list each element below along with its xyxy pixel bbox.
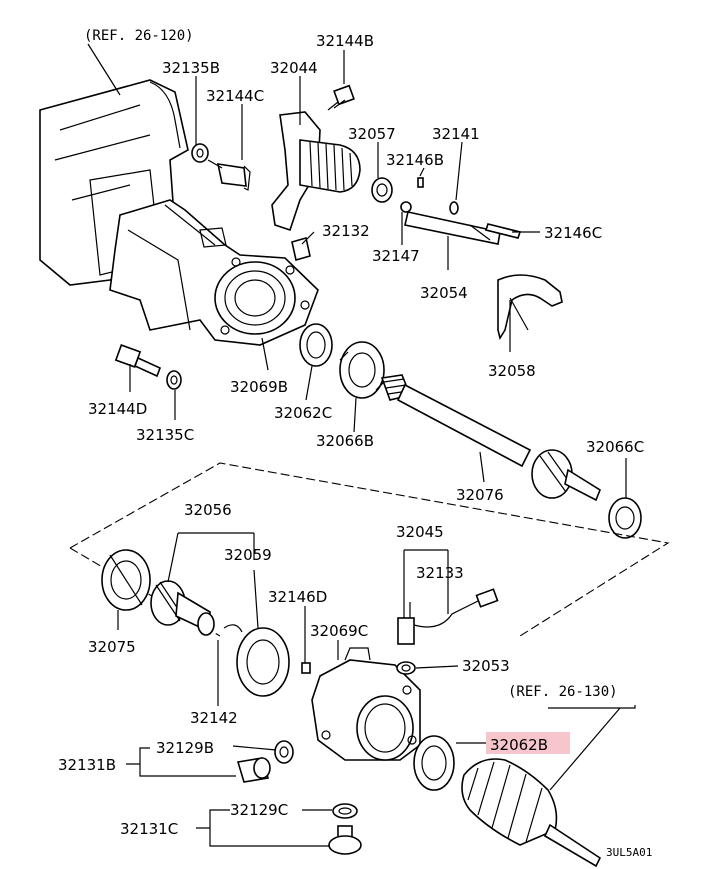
- label-32062C: 32062C: [274, 404, 332, 422]
- label-32075: 32075: [88, 638, 136, 656]
- label-32135C: 32135C: [136, 426, 194, 444]
- oil-seal-32059: [236, 627, 290, 697]
- shift-lever-assembly: [271, 111, 393, 232]
- drive-shaft-boot-ref: [461, 758, 602, 868]
- label-32044: 32044: [270, 59, 318, 77]
- shift-rod: [291, 177, 522, 262]
- sensor-32045: [397, 588, 499, 645]
- output-shaft: [380, 374, 601, 502]
- gasket-32129B: [274, 740, 294, 764]
- part-labels: (REF. 26-120) 32144B 32135B 32044 32144C…: [58, 28, 652, 859]
- label-32129B: 32129B: [156, 739, 214, 757]
- pin-32146D: [301, 662, 311, 674]
- snap-ring-32142: [223, 624, 243, 633]
- leader-lines: [87, 43, 636, 847]
- label-32146D: 32146D: [268, 588, 327, 606]
- ref-label-top: (REF. 26-120): [84, 28, 194, 44]
- label-32133: 32133: [416, 564, 464, 582]
- label-32053: 32053: [462, 657, 510, 675]
- gear-32056: [150, 580, 215, 636]
- label-32144C: 32144C: [206, 87, 264, 105]
- label-32129C: 32129C: [230, 801, 288, 819]
- label-32146C: 32146C: [544, 224, 602, 242]
- oil-seal-32062B: [413, 735, 455, 791]
- washer-32135C: [166, 370, 182, 390]
- label-32141: 32141: [432, 125, 480, 143]
- oil-seal-32062C: [299, 323, 333, 367]
- washer-32135B: [191, 143, 209, 163]
- label-32069C: 32069C: [310, 622, 368, 640]
- label-32069B: 32069B: [230, 378, 288, 396]
- bolt-32144C: [207, 159, 251, 191]
- shift-fork: [497, 274, 563, 341]
- label-32144B: 32144B: [316, 32, 374, 50]
- highlight-32062B: [486, 732, 570, 754]
- bolt-32144B: [327, 84, 355, 111]
- bearing-32066C: [608, 497, 642, 539]
- label-32054: 32054: [420, 284, 468, 302]
- label-32144D: 32144D: [88, 400, 147, 418]
- filler-plug-32131C: [328, 825, 362, 855]
- drain-plug-32131B: [236, 757, 271, 783]
- label-32146B: 32146B: [386, 151, 444, 169]
- label-32076: 32076: [456, 486, 504, 504]
- label-32058: 32058: [488, 362, 536, 380]
- label-32135B: 32135B: [162, 59, 220, 77]
- label-32147: 32147: [372, 247, 420, 265]
- label-32131B: 32131B: [58, 756, 116, 774]
- label-32132: 32132: [322, 222, 370, 240]
- ref-label-bottom: (REF. 26-130): [508, 684, 618, 700]
- label-32045: 32045: [396, 523, 444, 541]
- bearing-32075: [101, 549, 151, 611]
- label-32066B: 32066B: [316, 432, 374, 450]
- bolt-32144D: [114, 344, 162, 378]
- extension-housing: [109, 199, 319, 346]
- housing-32069C: [311, 647, 421, 761]
- label-32142: 32142: [190, 709, 238, 727]
- label-32059: 32059: [224, 546, 272, 564]
- label-32131C: 32131C: [120, 820, 178, 838]
- label-32056: 32056: [184, 501, 232, 519]
- label-32062B: 32062B: [490, 736, 548, 754]
- label-32057: 32057: [348, 125, 396, 143]
- gasket-32129C: [332, 803, 358, 819]
- label-32066C: 32066C: [586, 438, 644, 456]
- washer-32053: [396, 661, 416, 675]
- diagram-code: 3UL5A01: [606, 846, 652, 859]
- bearing-32066B: [339, 341, 385, 399]
